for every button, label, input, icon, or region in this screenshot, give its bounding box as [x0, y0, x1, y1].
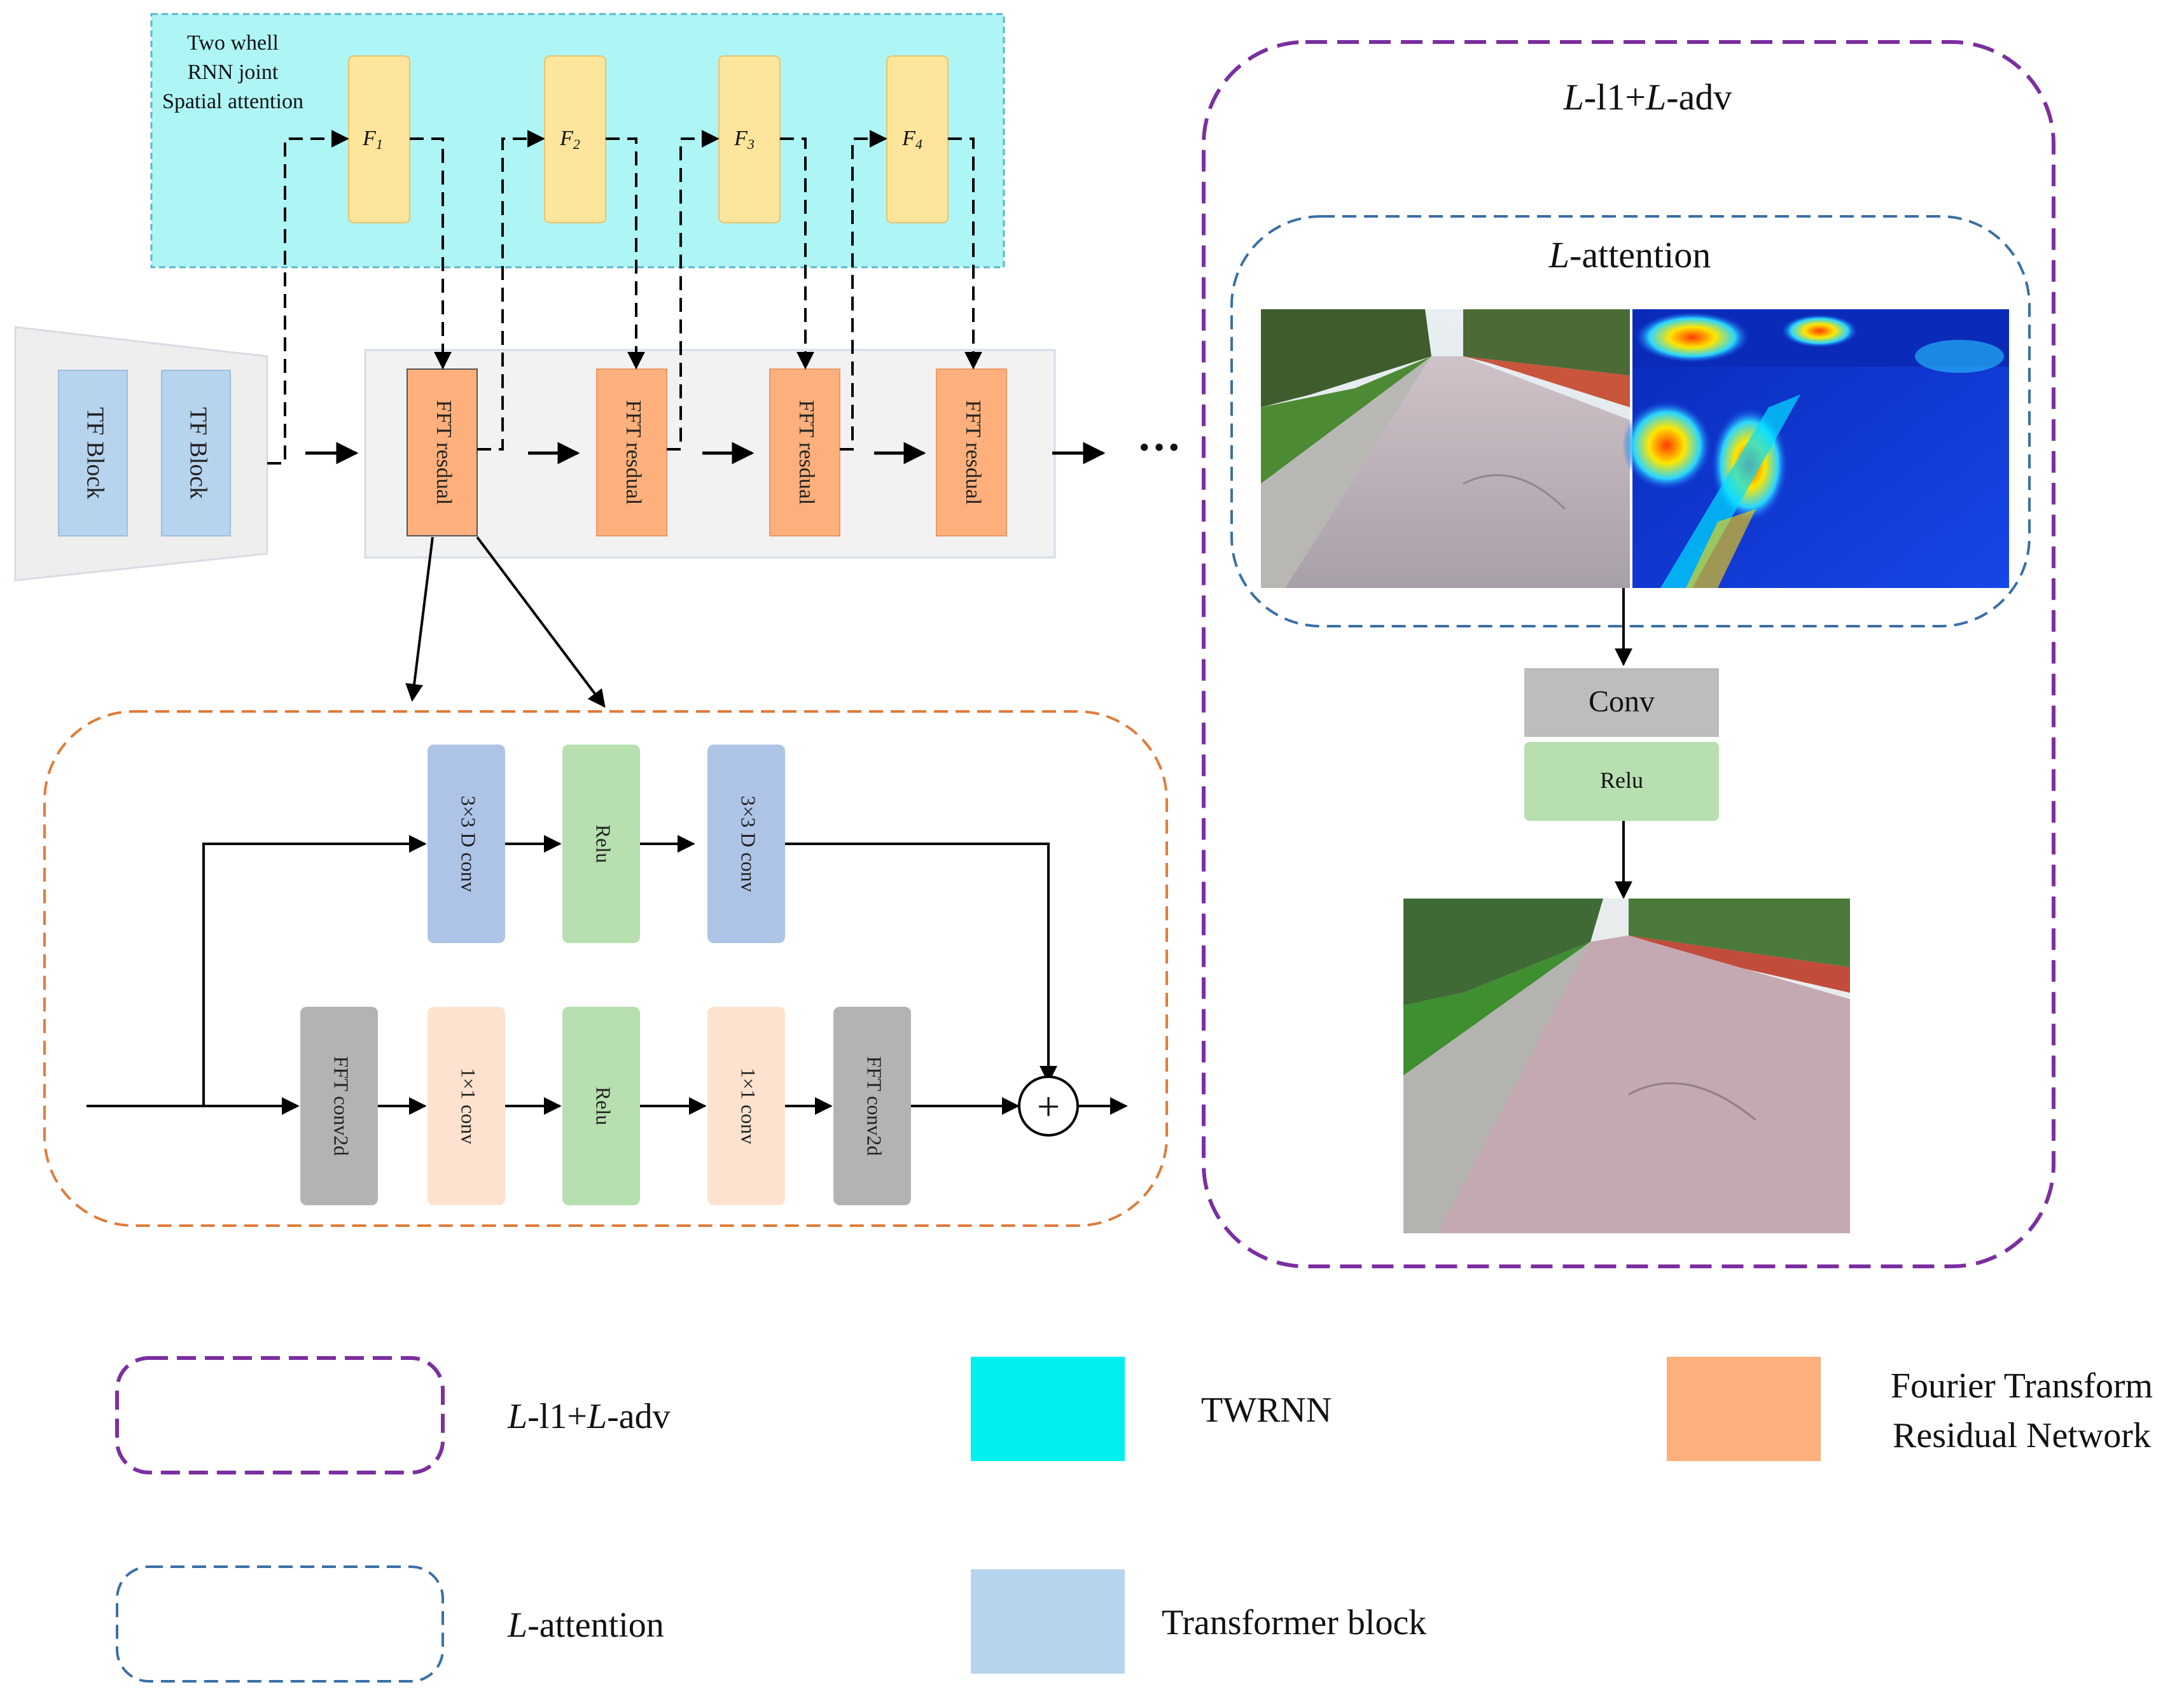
svg-text:F2: F2	[559, 127, 580, 152]
f-block-sub: 2	[573, 136, 580, 152]
relu-block-bottom	[562, 1007, 640, 1205]
legend-blue-swatch	[116, 1565, 444, 1683]
f-block-letter: F	[734, 127, 748, 150]
f-block-2: F2	[544, 55, 606, 223]
f-block-sub: 3	[747, 136, 755, 152]
fft-conv2d-block-1	[300, 1007, 378, 1205]
loss-panel-title: L-l1+L-adv	[1563, 76, 1732, 118]
tf-block-1	[58, 370, 128, 536]
fft-residual-label-3: FFT resdual	[795, 400, 818, 505]
conv3-block-2	[707, 745, 785, 943]
legend-fourier-line2: Residual Network	[1893, 1416, 2151, 1455]
svg-text:F4: F4	[901, 127, 922, 152]
input-road-image	[1261, 309, 1630, 588]
residual-detail: 3×3 D conv Relu 3×3 D conv FFT conv2d 1×…	[43, 710, 1168, 1227]
legend-twrnn-label: TWRNN	[1201, 1390, 1332, 1430]
fft-residual-label-4: FFT resdual	[961, 400, 985, 505]
fft-conv2d-label-1: FFT conv2d	[330, 1056, 353, 1156]
relu-block-panel	[1524, 742, 1719, 821]
fft-residual-block-2	[596, 368, 667, 536]
fft-conv2d-label-2: FFT conv2d	[863, 1056, 886, 1156]
svg-text:F3: F3	[734, 127, 755, 152]
f-block-letter: F	[362, 127, 377, 150]
residual-arrows	[87, 835, 1128, 1115]
attention-heatmap	[1622, 309, 2009, 588]
legend-orange-swatch	[1667, 1357, 1821, 1461]
fft-residual-label-2: FFT resdual	[622, 400, 645, 505]
conv3-label-2: 3×3 D conv	[737, 795, 760, 892]
f-block-sub: 4	[915, 136, 922, 152]
f-block-letter: F	[559, 127, 574, 150]
zoom-arrows	[405, 536, 606, 708]
conv3-label-1: 3×3 D conv	[457, 795, 480, 892]
relu-label-top: Relu	[592, 825, 615, 863]
legend: L-l1+L-adv L-attention TWRNN Transformer…	[115, 1356, 2153, 1683]
sum-node	[1018, 1075, 1079, 1137]
legend-lightblue-swatch	[971, 1569, 1125, 1674]
legend-transformer-label: Transformer block	[1162, 1603, 1426, 1642]
relu-label-panel: Relu	[1600, 767, 1643, 793]
f-block-3: F3	[718, 55, 781, 223]
conv-block	[1524, 668, 1719, 737]
fft-residual-block-1	[407, 368, 478, 536]
tf-block-1-label: TF Block	[81, 407, 108, 500]
svg-text:F1: F1	[362, 127, 383, 152]
f-block-sub: 1	[376, 136, 383, 152]
continuation-ellipsis: ···	[1137, 423, 1181, 472]
loss-panel-border	[1202, 40, 2055, 1268]
legend-cyan-swatch	[971, 1357, 1125, 1461]
loss-panel: L-l1+L-adv L-attention C	[1202, 40, 2055, 1268]
twrnn-title-line2: RNN joint	[188, 60, 279, 84]
tf-block-2-label: TF Block	[184, 407, 211, 500]
output-road-image	[1403, 899, 1850, 1233]
fft-residual-block-3	[769, 368, 840, 536]
legend-fourier-line1: Fourier Transform	[1891, 1366, 2153, 1406]
sum-symbol: +	[1037, 1084, 1060, 1129]
tf-block-2	[161, 370, 231, 536]
conv1-label-1: 1×1 conv	[457, 1068, 480, 1144]
legend-attention-label: L-attention	[507, 1606, 664, 1645]
f-block-letter: F	[901, 127, 916, 150]
fft-residual-block-4	[936, 368, 1007, 536]
twrnn-title-line1: Two whell	[187, 31, 279, 55]
fft-residual-label-1: FFT resdual	[432, 400, 456, 505]
f-block-4: F4	[886, 55, 949, 223]
relu-label-bottom: Relu	[592, 1087, 615, 1125]
attention-border	[1230, 215, 2031, 627]
attention-title: L-attention	[1548, 234, 1711, 276]
conv3-block-1	[428, 745, 505, 943]
twrnn-module: Two whell RNN joint Spatial attention F1…	[150, 13, 1005, 269]
conv1-label-2: 1×1 conv	[737, 1068, 760, 1144]
conv1-block-2	[707, 1007, 785, 1205]
conv1-block-1	[428, 1007, 505, 1205]
twrnn-title-line3: Spatial attention	[162, 90, 303, 113]
fft-conv2d-block-2	[833, 1007, 911, 1205]
legend-loss-label: L-l1+L-adv	[507, 1397, 671, 1436]
f-block-1: F1	[348, 55, 410, 223]
relu-block-top	[562, 745, 640, 943]
conv-label: Conv	[1589, 685, 1655, 718]
legend-purple-swatch	[115, 1356, 445, 1474]
tf-encoder: TF Block TF Block	[14, 326, 268, 582]
twrnn-connectors	[267, 130, 982, 465]
